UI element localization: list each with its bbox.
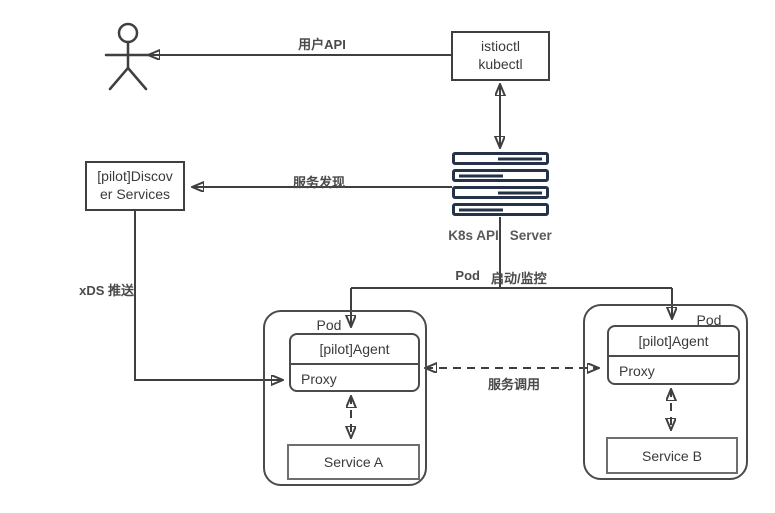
server-rack-bar <box>452 152 549 165</box>
pod-a-container: Pod [pilot]Agent Proxy Service A <box>263 310 427 486</box>
pod-a-agent-box: [pilot]Agent <box>291 335 418 365</box>
pilot-discover-services-box: [pilot]Discov er Services <box>85 161 185 211</box>
service-b-box: Service B <box>606 437 738 474</box>
edge-label-pod-monitor: Pod 启动/监控 <box>411 268 591 287</box>
pod-monitor-part1: Pod <box>455 268 480 283</box>
edge-label-xds-push: xDS 推送 <box>79 283 134 298</box>
discover-line2: er Services <box>99 186 171 202</box>
k8s-caption-left: K8s API <box>448 228 499 243</box>
k8s-api-server-icon <box>452 152 549 216</box>
discover-line1: [pilot]Discov <box>97 168 173 185</box>
pod-b-proxy-box: Proxy <box>619 362 655 379</box>
pod-a-label: Pod <box>316 317 342 333</box>
server-rack-bar <box>452 203 549 216</box>
kubectl-label: kubectl <box>478 56 523 72</box>
k8s-caption-right: Server <box>509 228 552 243</box>
edge-label-service-call: 服务调用 <box>487 377 540 392</box>
istioctl-kubectl-box: istioctl kubectl <box>451 31 550 81</box>
edge-label-service-discovery: 服务发现 <box>292 175 345 190</box>
k8s-api-server-caption: K8s API Server <box>410 228 590 243</box>
istioctl-label: istioctl <box>481 38 520 55</box>
pod-b-agent-box: [pilot]Agent <box>609 327 738 357</box>
pod-a-agent-proxy-group: [pilot]Agent Proxy <box>289 333 420 392</box>
service-a-box: Service A <box>287 444 420 480</box>
server-rack-bar <box>452 186 549 199</box>
pod-b-label: Pod <box>696 312 722 328</box>
pod-a-proxy-box: Proxy <box>301 370 337 387</box>
edge-xds-push <box>134 211 283 380</box>
pod-b-agent-proxy-group: [pilot]Agent Proxy <box>607 325 740 385</box>
edge-label-user-api: 用户API <box>298 37 346 52</box>
pod-monitor-part2: 启动/监控 <box>490 271 547 286</box>
server-rack-bar <box>452 169 549 182</box>
user-actor-icon <box>104 22 152 91</box>
pod-b-container: Pod [pilot]Agent Proxy Service B <box>583 304 748 480</box>
